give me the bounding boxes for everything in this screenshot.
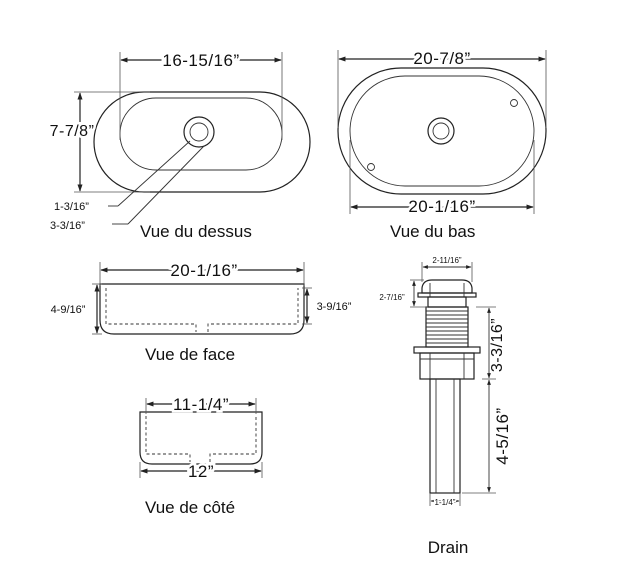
drain-washer xyxy=(419,352,475,380)
top-view-drain-outer xyxy=(183,116,215,148)
side-view-outline xyxy=(139,411,263,465)
side-view-top-width-label: 11-1/4” xyxy=(173,395,229,414)
drain-pipe-length-label: 4-5/16” xyxy=(493,407,512,464)
side-view-caption: Vue de côté xyxy=(145,498,235,517)
top-view-width-label: 16-15/16” xyxy=(162,51,239,70)
front-view: 20-1/16” 4-9/16” 3-9/16” Vue de face xyxy=(49,259,354,365)
side-view-bottom-width-label: 12” xyxy=(188,462,214,481)
bottom-view-outer-rim xyxy=(337,67,547,195)
front-view-width-label: 20-1/16” xyxy=(170,261,237,280)
drain-pipe-diameter-label: 1-1/4” xyxy=(435,498,456,507)
bottom-view: 20-7/8” 20-1/16” Vue du bas xyxy=(337,47,547,241)
front-view-right-height-label: 3-9/16” xyxy=(317,301,352,313)
bottom-view-inner-width-label: 20-1/16” xyxy=(408,197,475,216)
top-view-drain-inner-label: 1-3/16” xyxy=(54,201,89,213)
front-view-left-height-label: 4-9/16” xyxy=(51,304,86,316)
bottom-view-overall-width-label: 20-7/8” xyxy=(413,49,470,68)
side-view: 11-1/4” 12” Vue de côté xyxy=(139,393,263,517)
top-view-outer-rim xyxy=(93,91,311,193)
bottom-view-drain-outer xyxy=(427,117,455,145)
bottom-view-caption: Vue du bas xyxy=(390,222,475,241)
bottom-view-inner-base xyxy=(349,75,535,187)
top-view-inner-bowl xyxy=(119,97,283,171)
drain-view: 2-11/16” 2-7/16” 3-3/16” 4-5/16” 1-1/4” … xyxy=(379,256,512,557)
drain-cap xyxy=(421,279,473,294)
top-view-height-label: 7-7/8” xyxy=(50,123,95,140)
drain-cap-height-label: 2-7/16” xyxy=(379,293,405,302)
front-view-hidden-bowl xyxy=(105,288,299,332)
top-view-caption: Vue du dessus xyxy=(140,222,252,241)
side-view-hidden-bowl xyxy=(145,416,257,462)
drain-caption: Drain xyxy=(428,538,469,557)
drain-neck xyxy=(427,296,467,308)
top-view-drain-inner xyxy=(189,122,209,142)
top-view: 16-15/16” 7-7/8” 1-3/16” 3-3/16” Vue du … xyxy=(47,49,311,241)
drain-thread-length-label: 3-3/16” xyxy=(489,318,506,372)
top-view-drain-outer-label: 3-3/16” xyxy=(50,220,85,232)
front-view-outline xyxy=(99,283,305,335)
front-view-caption: Vue de face xyxy=(145,345,235,364)
drain-cap-width-label: 2-11/16” xyxy=(432,256,462,265)
bottom-view-drain-inner xyxy=(432,122,450,140)
bottom-view-vent-hole-left xyxy=(367,163,375,171)
drain-thread xyxy=(425,306,469,348)
drain-nut xyxy=(413,346,481,354)
drain-pipe xyxy=(429,378,461,494)
bottom-view-vent-hole-right xyxy=(510,99,518,107)
